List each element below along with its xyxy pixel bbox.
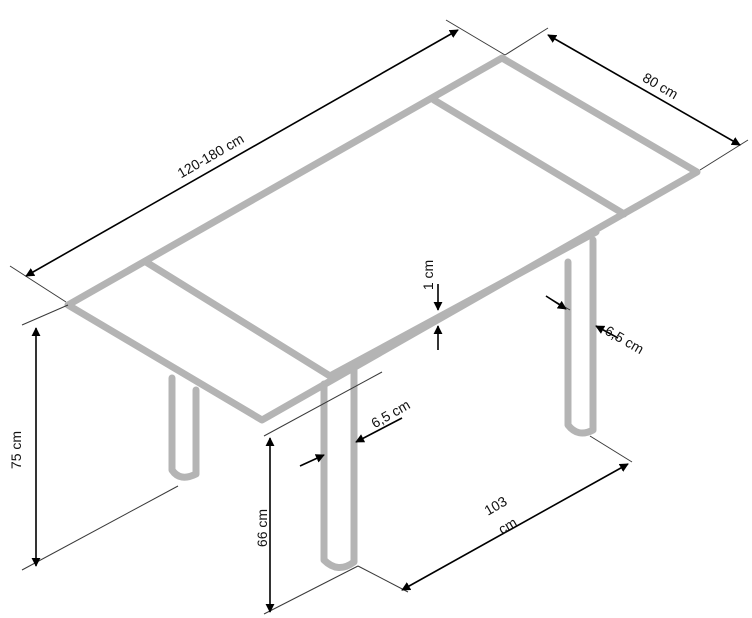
top-thickness-label: 1 cm [420,260,436,290]
dimension-lines [25,29,741,613]
leg-front [320,366,358,571]
leaf-division-right [430,96,628,218]
leaf-division-left [142,258,334,380]
width-label: 80 cm [640,69,681,102]
dimension-labels: 120-180 cm 80 cm 75 cm 66 cm 1 cm 6,5 cm… [8,69,681,547]
leg-height-label: 66 cm [254,509,270,547]
width-dimension-line [547,34,741,146]
leg-back-right [564,236,597,437]
leg-spacing-unit-label: cm [495,514,519,537]
total-height-label: 75 cm [8,431,24,469]
leg-spacing-value-label: 103 [481,493,509,519]
length-dimension-line [25,29,459,277]
extension-lines [9,19,749,615]
leg-width-front-label: 6,5 cm [368,396,412,431]
table-drawing [64,54,701,571]
table-top [64,54,701,424]
table-apron [326,228,600,380]
leg-width-back-label: 6,5 cm [602,322,646,357]
leg-back-left [168,374,200,481]
leg-spacing-dimension-line [401,463,629,591]
